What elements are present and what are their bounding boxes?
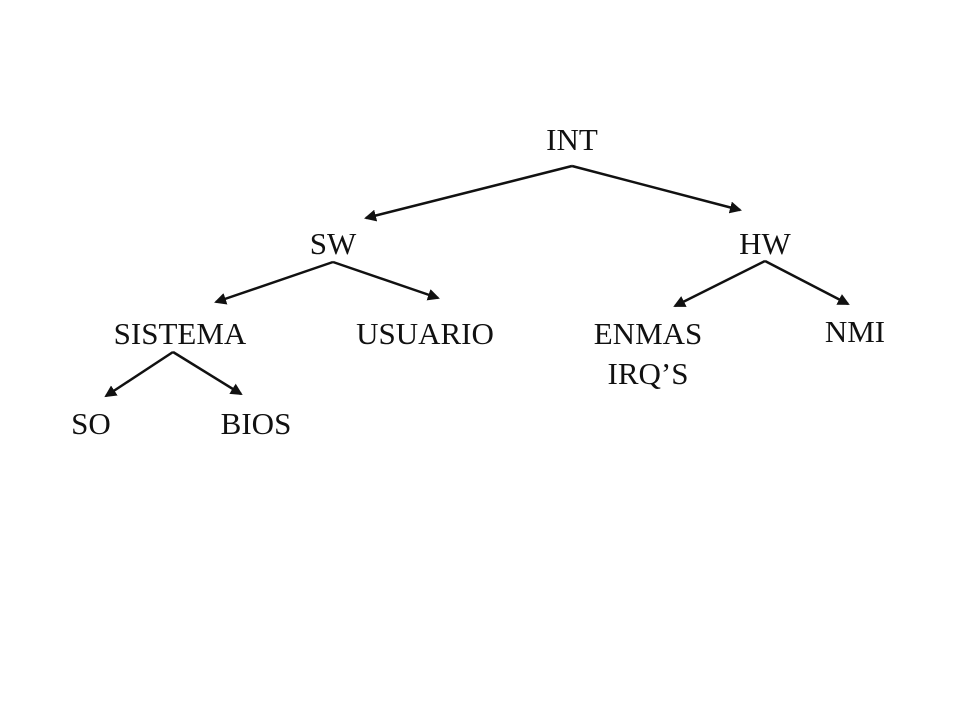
edge-sistema-so <box>104 350 174 398</box>
edge-hw-enmas <box>673 259 766 308</box>
node-nmi: NMI <box>824 314 886 349</box>
node-so: SO <box>71 406 111 441</box>
edge-int-sw <box>364 164 573 222</box>
node-int: INT <box>546 122 598 157</box>
edge-sistema-bios <box>172 350 243 396</box>
edge-sw-usuario <box>332 260 440 301</box>
node-usuario: USUARIO <box>356 316 494 351</box>
edge-int-hw <box>571 164 742 214</box>
node-hw: HW <box>739 226 791 261</box>
node-enmas-line1: ENMAS <box>593 316 703 351</box>
edge-hw-nmi <box>764 259 850 306</box>
node-enmas-irqs: ENMAS IRQ’S <box>594 314 703 394</box>
edge-sw-sistema <box>214 260 334 305</box>
node-sw: SW <box>309 226 357 261</box>
node-sistema: SISTEMA <box>113 316 247 351</box>
node-bios: BIOS <box>220 406 292 441</box>
node-enmas-line2: IRQ’S <box>607 356 689 391</box>
